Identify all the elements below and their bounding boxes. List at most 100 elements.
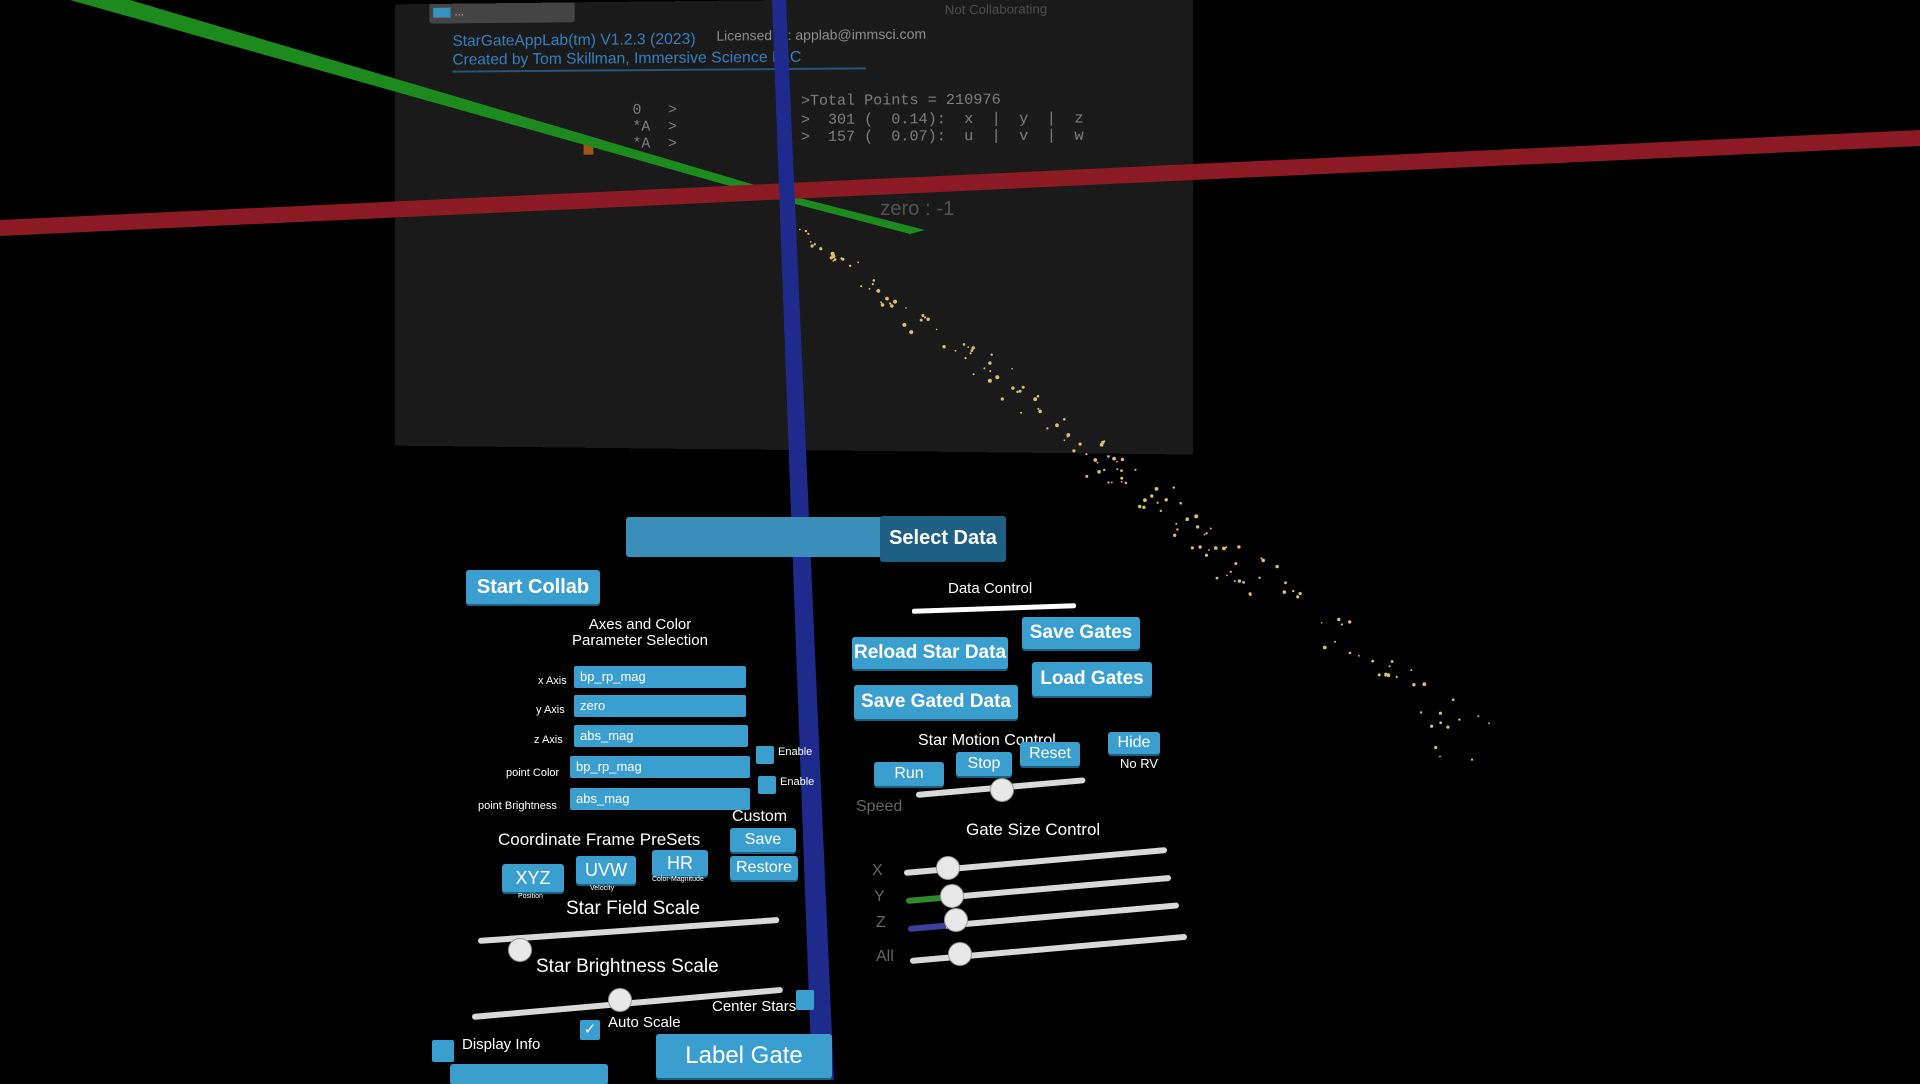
custom-restore-button[interactable]: Restore [730,856,798,880]
star-point [1156,501,1159,504]
save-gated-data-button[interactable]: Save Gated Data [854,685,1018,719]
star-point [807,232,810,235]
run-button[interactable]: Run [874,762,944,786]
xyz-preset-button[interactable]: XYZ [502,864,564,892]
star-point [909,330,914,335]
star-brightness-scale-thumb[interactable] [608,988,632,1012]
star-point [1282,590,1287,594]
axes-title-2: Parameter Selection [572,632,708,649]
star-point [1037,407,1040,410]
star-field-scale-thumb[interactable] [508,938,532,962]
star-point [969,352,972,355]
custom-save-button[interactable]: Save [730,828,796,852]
start-collab-button[interactable]: Start Collab [466,570,600,604]
star-point [1143,498,1147,503]
star-point [1296,595,1300,599]
xyz-sub-label: Position [518,893,543,900]
point-color-enable-checkbox[interactable] [756,746,774,764]
star-point [1439,721,1443,725]
gate-y-label: Y [874,888,885,905]
star-point [1451,698,1455,701]
star-point [1107,481,1110,484]
star-point [876,289,881,293]
hide-button[interactable]: Hide [1108,732,1160,754]
star-point [1078,442,1082,446]
speed-thumb[interactable] [990,778,1014,802]
z-axis-field[interactable]: abs_mag [574,725,748,747]
save-gates-button[interactable]: Save Gates [1022,617,1140,649]
speed-label: Speed [856,798,903,815]
star-point [1320,622,1323,624]
star-point [967,346,970,348]
star-point [872,279,876,282]
star-point [1234,562,1238,566]
star-point [962,343,966,346]
star-point [819,247,823,251]
display-info-checkbox[interactable] [432,1040,454,1062]
star-point [990,353,993,356]
star-point [1055,423,1059,428]
star-point [833,258,837,261]
star-point [832,260,835,262]
gate-all-thumb[interactable] [948,942,972,966]
custom-label: Custom [732,808,788,825]
star-point [1439,755,1441,758]
star-point [1209,527,1212,530]
stop-button[interactable]: Stop [956,752,1012,776]
star-point [1021,385,1025,389]
star-point [1120,457,1125,462]
x-axis-field[interactable]: bp_rp_mag [574,666,746,688]
point-brightness-field[interactable]: abs_mag [570,788,750,810]
hr-preset-button[interactable]: HR [652,850,708,876]
star-point [1434,745,1438,750]
data-control-title: Data Control [948,580,1033,597]
star-point [919,318,923,322]
star-point [1033,397,1038,402]
load-gates-button[interactable]: Load Gates [1032,662,1152,696]
star-point [1124,481,1128,485]
label-gate-button[interactable]: Label Gate [656,1034,832,1078]
reset-button[interactable]: Reset [1020,742,1080,766]
star-point [1377,673,1381,677]
partial-bottom-button[interactable] [450,1064,608,1084]
star-point [880,301,883,304]
star-point [1190,546,1194,550]
star-point [1036,395,1040,398]
center-stars-checkbox[interactable] [796,990,814,1010]
star-point [1116,468,1119,471]
point-color-field[interactable]: bp_rp_mag [570,756,750,778]
star-point [1260,557,1263,560]
star-point [1446,725,1450,729]
axes-title-1: Axes and Color [588,616,692,633]
point-brightness-enable-checkbox[interactable] [758,776,776,794]
star-point [1093,458,1098,462]
gate-x-thumb[interactable] [936,856,960,880]
star-point [1164,498,1168,502]
star-point [1000,397,1004,401]
uvw-preset-button[interactable]: UVW [576,856,636,884]
star-point [1258,576,1261,579]
star-point [1194,514,1199,519]
coord-presets-title: Coordinate Frame PreSets [498,830,701,849]
star-point [1388,665,1391,668]
star-point [1011,386,1015,390]
point-color-label: point Color [506,767,560,779]
star-point [1242,581,1245,584]
star-point [1410,669,1413,672]
star-point [1395,675,1398,679]
star-point [1340,623,1343,626]
gate-z-thumb[interactable] [944,908,968,932]
star-point [921,314,925,317]
auto-scale-checkbox[interactable]: ✓ [580,1020,600,1040]
star-points [799,228,1490,761]
star-point [987,378,992,383]
auto-scale-label: Auto Scale [608,1014,681,1031]
star-point [1172,486,1176,489]
y-axis-field[interactable]: zero [574,695,746,717]
star-point [860,285,863,288]
star-point [988,361,992,365]
select-data-button[interactable]: Select Data [880,516,1006,560]
gate-y-thumb[interactable] [940,884,964,908]
reload-star-data-button[interactable]: Reload Star Data [852,637,1008,669]
star-point [1225,546,1228,549]
